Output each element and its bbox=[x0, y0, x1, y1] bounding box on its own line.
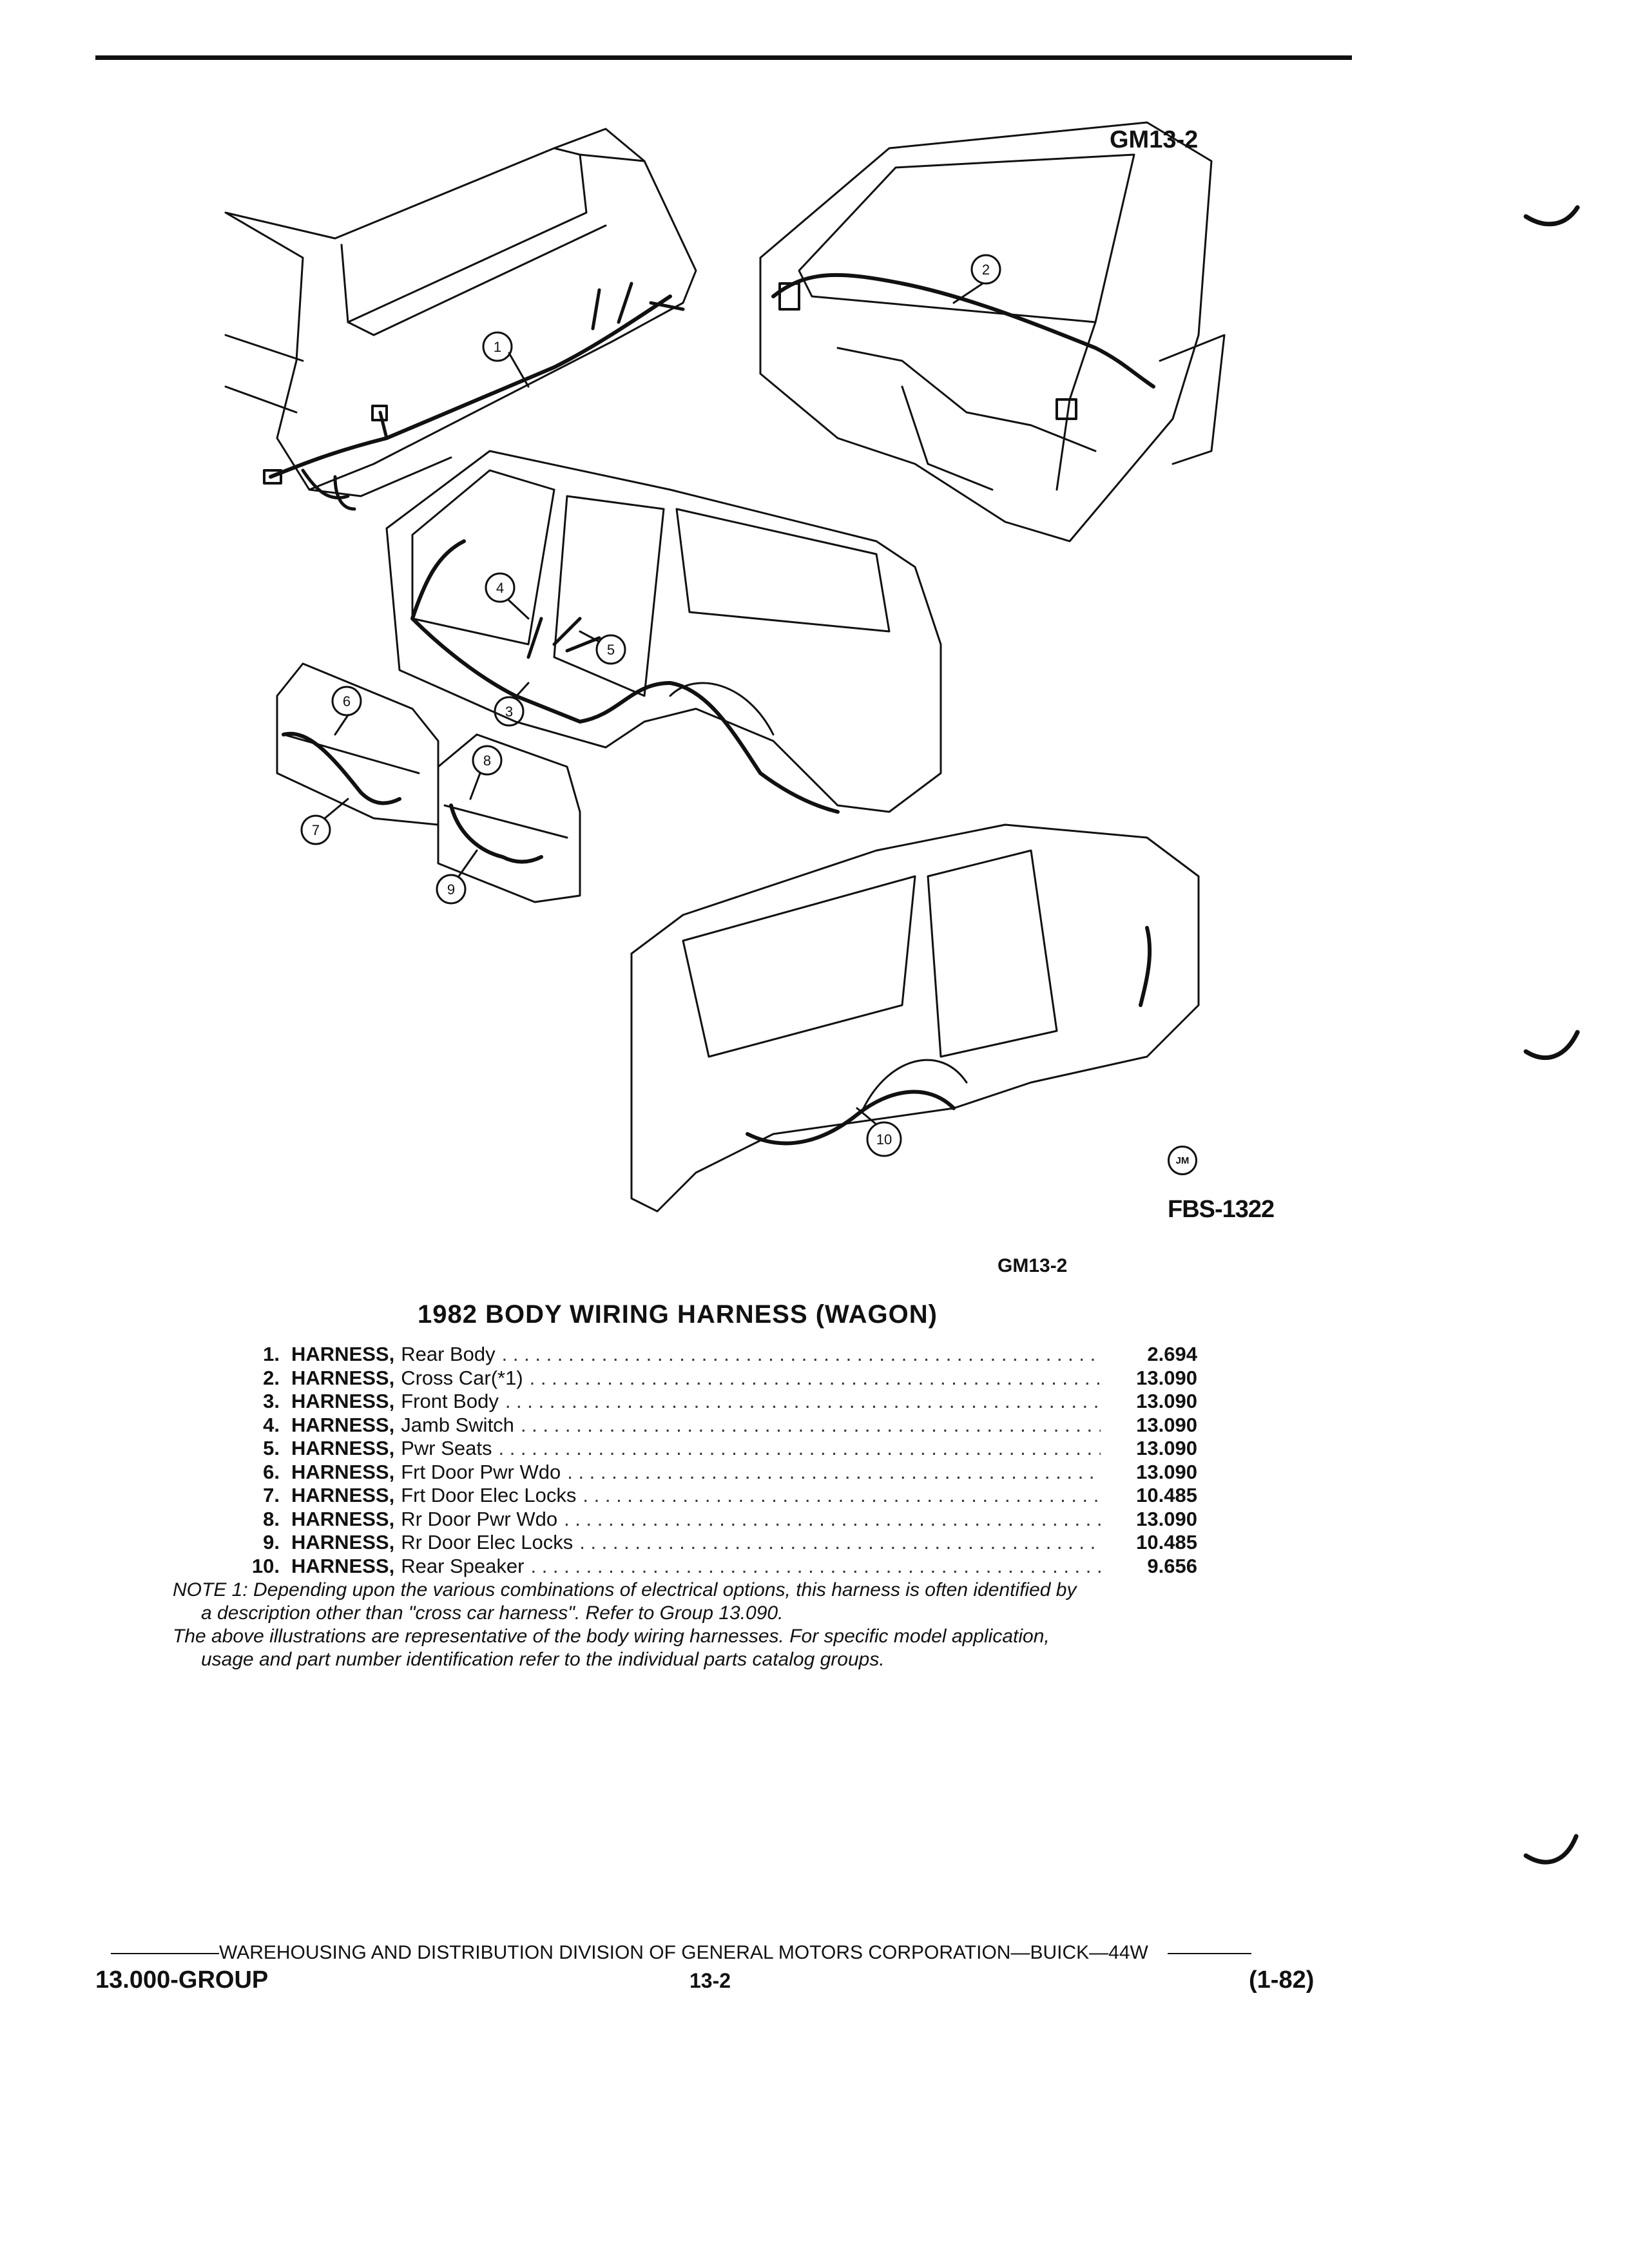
callout-5: 5 bbox=[607, 642, 615, 658]
footer-division-text: WAREHOUSING AND DISTRIBUTION DIVISION OF… bbox=[219, 1942, 1148, 1963]
parts-list: 1. HARNESS, Rear Body 2.694 2. HARNESS, Cross… bbox=[218, 1343, 1197, 1578]
list-item: 2. HARNESS, Cross Car(*1) 13.090 bbox=[218, 1367, 1197, 1390]
footer-page-number: 13-2 bbox=[689, 1969, 731, 1992]
footer-group: 13.000-GROUP bbox=[95, 1966, 269, 1994]
illustrator-stamp: JM bbox=[1168, 1146, 1197, 1175]
list-item: 9. HARNESS, Rr Door Elec Locks 10.485 bbox=[218, 1531, 1197, 1555]
item-number: 2. bbox=[263, 1366, 280, 1389]
callout-markers bbox=[300, 254, 1001, 1157]
item-name: HARNESS, bbox=[291, 1390, 395, 1412]
item-group: 10.485 bbox=[1136, 1531, 1197, 1553]
note-2: The above illustrations are representati… bbox=[173, 1625, 1345, 1671]
callout-7: 7 bbox=[312, 822, 320, 838]
figure-id-top: GM13-2 bbox=[1110, 126, 1199, 153]
item-group: 13.090 bbox=[1136, 1507, 1197, 1530]
item-name: HARNESS, bbox=[291, 1437, 395, 1459]
item-description: Rear Speaker bbox=[401, 1554, 525, 1577]
item-description: Rr Door Pwr Wdo bbox=[401, 1507, 558, 1530]
list-item: 5. HARNESS, Pwr Seats 13.090 bbox=[218, 1437, 1197, 1461]
figure-id-bottom: GM13-2 bbox=[998, 1255, 1068, 1276]
item-description: Rear Body bbox=[401, 1343, 496, 1365]
rear-quarter-view bbox=[630, 823, 1200, 1213]
item-number: 8. bbox=[263, 1507, 280, 1530]
callout-6: 6 bbox=[343, 693, 351, 709]
list-item: 1. HARNESS, Rear Body 2.694 bbox=[218, 1343, 1197, 1367]
item-group: 9.656 bbox=[1147, 1554, 1197, 1577]
note-1: NOTE 1: Depending upon the various combi… bbox=[173, 1579, 1345, 1625]
item-name: HARNESS, bbox=[291, 1413, 395, 1436]
callout-1: 1 bbox=[494, 339, 501, 355]
note-1-line-2: a description other than "cross car harn… bbox=[201, 1602, 784, 1624]
section-title: 1982 BODY WIRING HARNESS (WAGON) bbox=[418, 1300, 938, 1329]
callout-9: 9 bbox=[447, 881, 455, 898]
list-item: 6. HARNESS, Frt Door Pwr Wdo 13.090 bbox=[218, 1461, 1197, 1485]
note-2-line-1: The above illustrations are representati… bbox=[173, 1626, 1050, 1647]
list-item: 10. HARNESS, Rear Speaker 9.656 bbox=[218, 1555, 1197, 1579]
footer-date: (1-82) bbox=[1249, 1966, 1315, 1994]
item-group: 13.090 bbox=[1136, 1413, 1197, 1436]
item-number: 10. bbox=[251, 1554, 280, 1577]
item-name: HARNESS, bbox=[291, 1366, 395, 1389]
list-item: 3. HARNESS, Front Body 13.090 bbox=[218, 1390, 1197, 1414]
side-body-view bbox=[385, 450, 942, 814]
item-number: 6. bbox=[263, 1460, 280, 1483]
leader-dots bbox=[502, 1343, 1101, 1366]
leader-dots bbox=[564, 1508, 1101, 1531]
item-name: HARNESS, bbox=[291, 1507, 395, 1530]
item-group: 13.090 bbox=[1136, 1460, 1197, 1483]
leader-dots bbox=[530, 1367, 1101, 1390]
item-number: 5. bbox=[263, 1437, 280, 1459]
item-group: 13.090 bbox=[1136, 1366, 1197, 1389]
rear-body-view bbox=[224, 128, 697, 511]
leader-dots bbox=[567, 1461, 1101, 1484]
callout-4: 4 bbox=[496, 580, 504, 596]
list-item: 4. HARNESS, Jamb Switch 13.090 bbox=[218, 1414, 1197, 1437]
footer-division: WAREHOUSING AND DISTRIBUTION DIVISION OF… bbox=[111, 1942, 1251, 1964]
leader-dots bbox=[530, 1555, 1101, 1578]
item-group: 13.090 bbox=[1136, 1390, 1197, 1412]
item-description: Frt Door Pwr Wdo bbox=[401, 1460, 561, 1483]
top-rule bbox=[95, 55, 1352, 60]
door-views bbox=[276, 662, 581, 903]
item-description: Frt Door Elec Locks bbox=[401, 1484, 577, 1506]
leader-dots bbox=[521, 1414, 1101, 1437]
item-number: 3. bbox=[263, 1390, 280, 1412]
dash-view bbox=[759, 121, 1226, 543]
item-description: Rr Door Elec Locks bbox=[401, 1531, 574, 1553]
callout-2: 2 bbox=[982, 262, 990, 278]
callout-8: 8 bbox=[483, 753, 491, 769]
item-name: HARNESS, bbox=[291, 1531, 395, 1553]
callout-10: 10 bbox=[876, 1131, 892, 1148]
binding-marks bbox=[1523, 205, 1580, 1865]
item-number: 9. bbox=[263, 1531, 280, 1553]
item-description: Cross Car(*1) bbox=[401, 1366, 523, 1389]
item-name: HARNESS, bbox=[291, 1484, 395, 1506]
item-description: Pwr Seats bbox=[401, 1437, 492, 1459]
item-number: 7. bbox=[263, 1484, 280, 1506]
item-description: Jamb Switch bbox=[401, 1413, 514, 1436]
list-item: 8. HARNESS, Rr Door Pwr Wdo 13.090 bbox=[218, 1508, 1197, 1532]
footer-dash-right bbox=[1167, 1953, 1251, 1955]
figure-code: FBS-1322 bbox=[1168, 1196, 1275, 1223]
item-number: 1. bbox=[263, 1343, 280, 1365]
item-description: Front Body bbox=[401, 1390, 499, 1412]
note-2-line-2: usage and part number identification ref… bbox=[201, 1649, 885, 1670]
callout-3: 3 bbox=[505, 704, 513, 720]
footer-dash-left bbox=[111, 1953, 219, 1955]
callout-numbers: 1 2 3 4 5 6 7 8 9 10 bbox=[312, 262, 990, 1148]
item-number: 4. bbox=[263, 1413, 280, 1436]
leader-dots bbox=[583, 1484, 1101, 1507]
item-group: 10.485 bbox=[1136, 1484, 1197, 1506]
leader-dots bbox=[498, 1437, 1101, 1460]
leader-dots bbox=[505, 1390, 1101, 1413]
item-name: HARNESS, bbox=[291, 1554, 395, 1577]
note-1-line-1: NOTE 1: Depending upon the various combi… bbox=[173, 1579, 1077, 1600]
leader-dots bbox=[579, 1531, 1101, 1554]
list-item: 7. HARNESS, Frt Door Elec Locks 10.485 bbox=[218, 1484, 1197, 1508]
item-group: 2.694 bbox=[1147, 1343, 1197, 1365]
item-group: 13.090 bbox=[1136, 1437, 1197, 1459]
item-name: HARNESS, bbox=[291, 1343, 395, 1365]
item-name: HARNESS, bbox=[291, 1460, 395, 1483]
